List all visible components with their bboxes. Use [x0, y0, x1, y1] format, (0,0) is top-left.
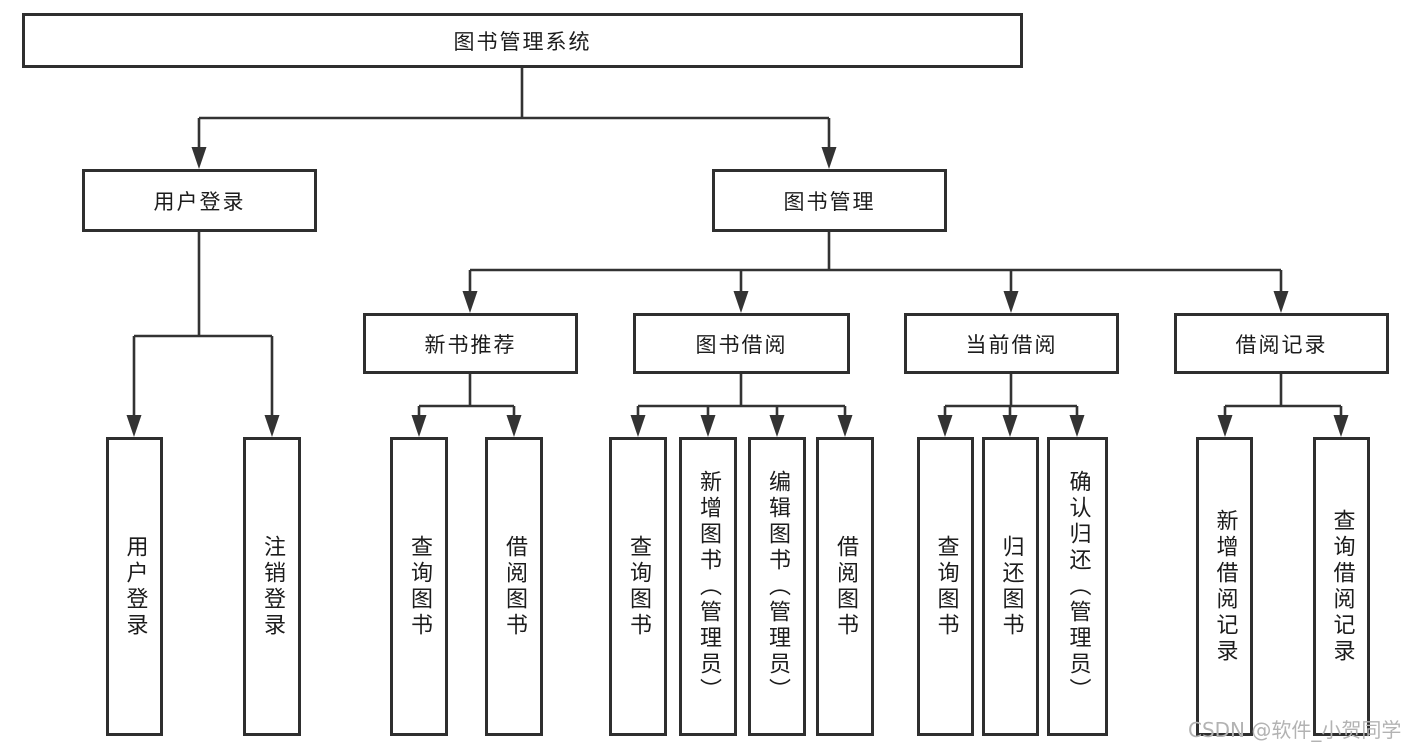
node-label: 用户登录: [122, 534, 148, 639]
leaf-current-query-book: 查询图书: [917, 437, 974, 736]
node-root-system: 图书管理系统: [22, 13, 1023, 68]
node-label: 编辑图书（管理员）: [765, 469, 790, 704]
node-label: 查询图书: [626, 534, 651, 639]
leaf-borrow-book: 借阅图书: [816, 437, 874, 736]
leaf-logout: 注销登录: [243, 437, 301, 736]
leaf-recommend-query-book: 查询图书: [390, 437, 448, 736]
node-label: 注销登录: [260, 534, 285, 639]
leaf-user-login: 用户登录: [106, 437, 163, 736]
node-label: 图书借阅: [695, 332, 788, 357]
node-borrow-records: 借阅记录: [1174, 313, 1389, 374]
node-label: 借阅图书: [833, 534, 858, 639]
leaf-borrow-query-book: 查询图书: [609, 437, 667, 736]
node-label: 图书管理系统: [453, 29, 592, 54]
node-new-book-recommend: 新书推荐: [363, 313, 578, 374]
node-label: 图书管理: [783, 189, 876, 214]
node-user-login: 用户登录: [82, 169, 317, 232]
node-label: 新增借阅记录: [1212, 508, 1238, 665]
node-label: 查询图书: [407, 534, 432, 639]
node-label: 新书推荐: [424, 332, 517, 357]
csdn-watermark: CSDN @软件_小贺同学: [1188, 718, 1402, 742]
node-label: 确认归还（管理员）: [1065, 469, 1091, 704]
leaf-add-book-admin: 新增图书（管理员）: [679, 437, 737, 736]
leaf-edit-book-admin: 编辑图书（管理员）: [748, 437, 806, 736]
node-label: 查询借阅记录: [1329, 508, 1355, 665]
leaf-confirm-return-admin: 确认归还（管理员）: [1047, 437, 1108, 736]
node-label: 借阅图书: [502, 534, 527, 639]
leaf-return-book: 归还图书: [982, 437, 1039, 736]
node-label: 用户登录: [153, 189, 246, 214]
leaf-recommend-borrow-book: 借阅图书: [485, 437, 543, 736]
node-current-borrow: 当前借阅: [904, 313, 1119, 374]
leaf-query-borrow-record: 查询借阅记录: [1313, 437, 1370, 736]
node-book-borrow: 图书借阅: [633, 313, 850, 374]
node-label: 借阅记录: [1235, 332, 1328, 357]
node-label: 当前借阅: [965, 332, 1058, 357]
node-label: 查询图书: [933, 534, 959, 639]
leaf-add-borrow-record: 新增借阅记录: [1196, 437, 1253, 736]
node-label: 归还图书: [998, 534, 1024, 639]
node-book-management: 图书管理: [712, 169, 947, 232]
node-label: 新增图书（管理员）: [696, 469, 721, 704]
